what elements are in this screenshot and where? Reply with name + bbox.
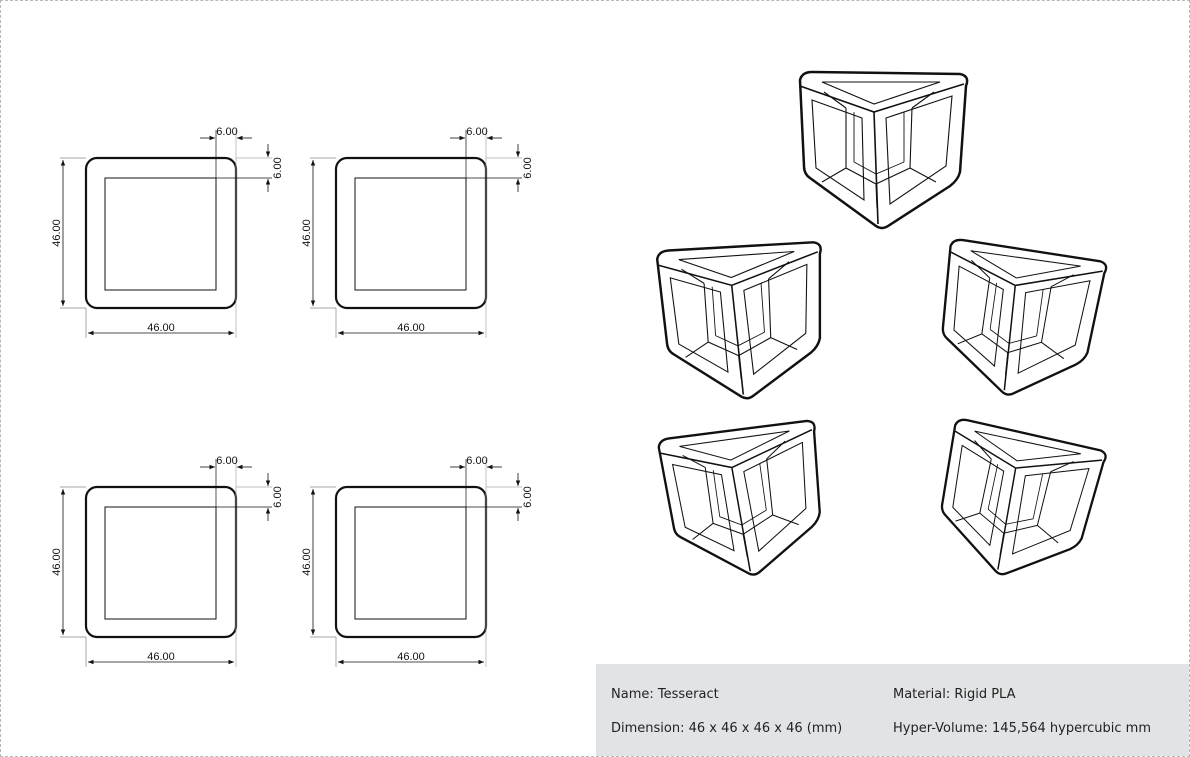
- tesseract-view-5: [925, 416, 1109, 592]
- wall-side-label: 6.00: [522, 486, 534, 507]
- wall-side-label: 6.00: [272, 157, 284, 178]
- width-label: 46.00: [147, 322, 175, 334]
- width-label: 46.00: [397, 322, 425, 334]
- wall-side-label: 6.00: [272, 486, 284, 507]
- material-field: Material: Rigid PLA: [893, 687, 1016, 702]
- tesseract-view-3: [930, 237, 1109, 407]
- name-field: Name: Tesseract: [611, 687, 719, 702]
- height-label: 46.00: [51, 548, 63, 576]
- dimension-labels: 46.00 46.00 6.00 6.00 46.00 46.00 6.00 6…: [51, 126, 534, 663]
- tesseract-view-2: [655, 238, 832, 406]
- height-label: 46.00: [301, 548, 313, 576]
- width-label: 46.00: [147, 651, 175, 663]
- tesseract-view-1: [798, 70, 969, 230]
- wall-top-label: 6.00: [466, 126, 487, 138]
- wall-top-label: 6.00: [216, 455, 237, 467]
- wall-side-label: 6.00: [522, 157, 534, 178]
- ortho-drawing-4: [310, 459, 522, 667]
- width-label: 46.00: [397, 651, 425, 663]
- height-label: 46.00: [51, 219, 63, 247]
- ortho-drawing-3: [60, 459, 272, 667]
- height-label: 46.00: [301, 219, 313, 247]
- wall-top-label: 6.00: [466, 455, 487, 467]
- ortho-drawing-2: [310, 130, 522, 338]
- hypervolume-field: Hyper-Volume: 145,564 hypercubic mm: [893, 721, 1152, 736]
- specs-panel: Name: Tesseract Material: Rigid PLA Dime…: [596, 664, 1189, 756]
- ortho-drawing-1: [60, 130, 272, 338]
- dimension-field: Dimension: 46 x 46 x 46 x 46 (mm): [611, 721, 843, 736]
- wall-top-label: 6.00: [216, 126, 237, 138]
- tesseract-view-4: [656, 416, 835, 587]
